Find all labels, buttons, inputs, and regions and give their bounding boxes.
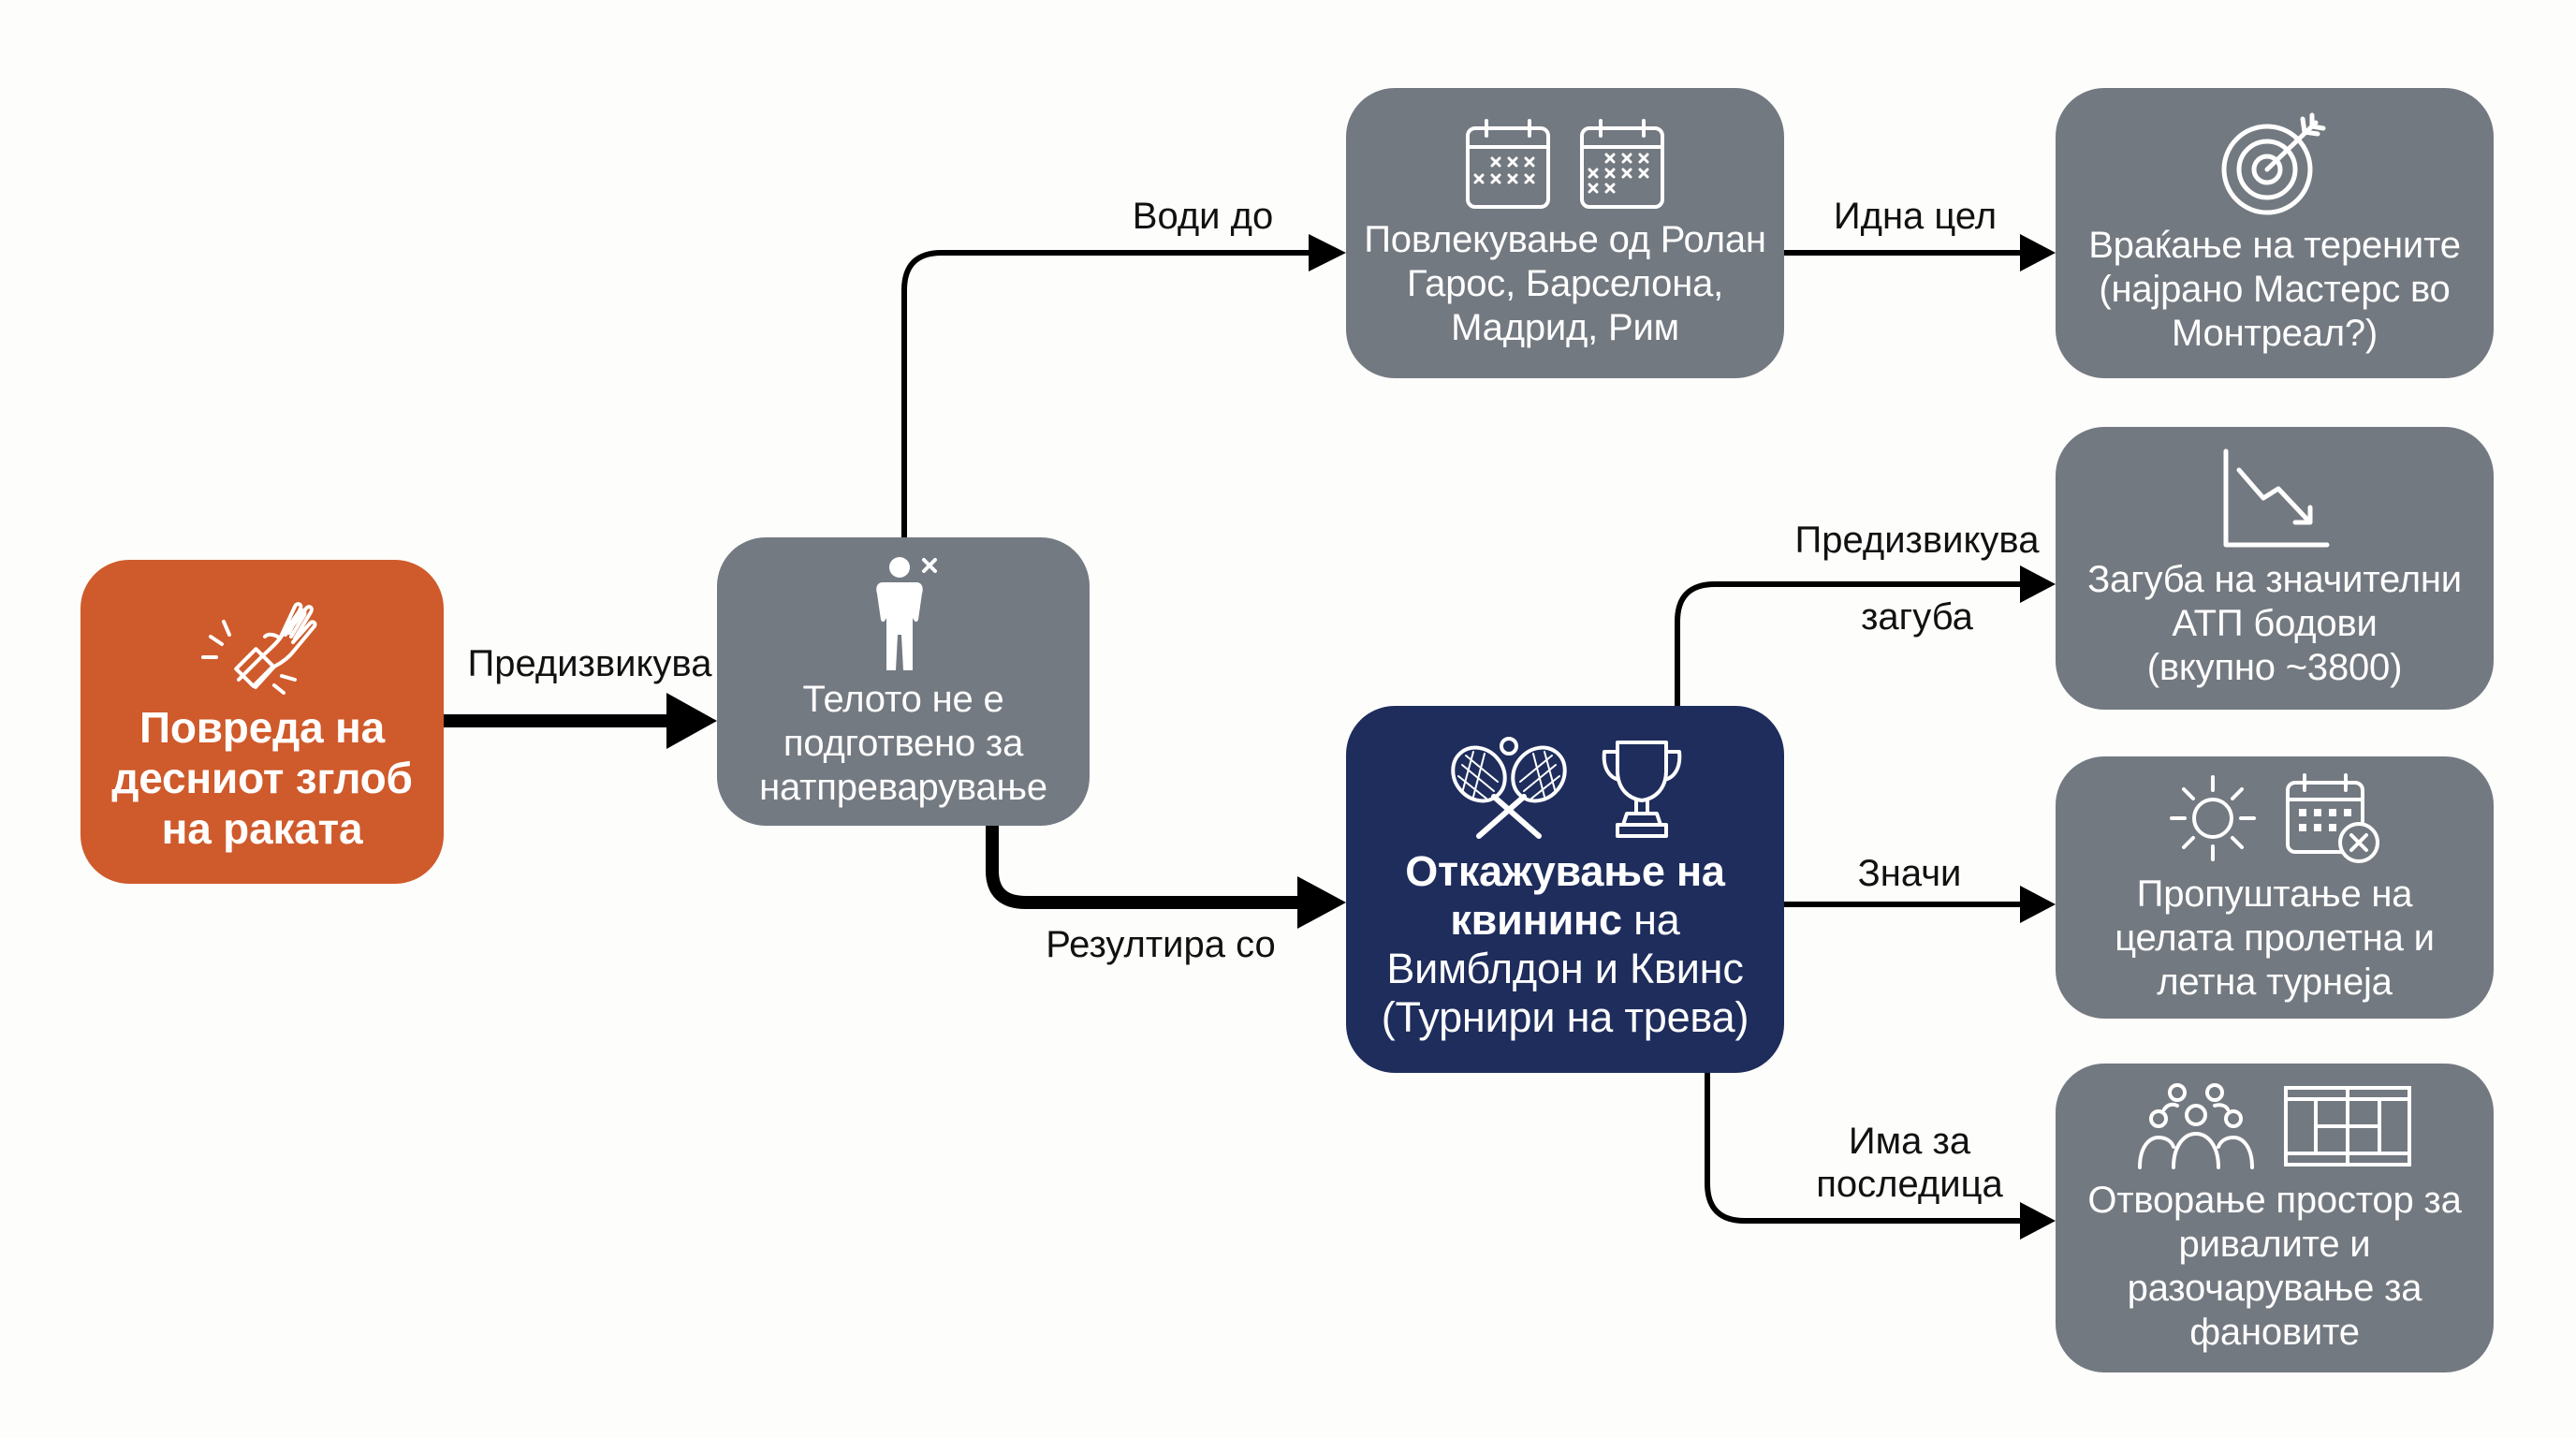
injured-wrist-icon bbox=[201, 602, 317, 695]
node-cancellation-bold: Откажување на квининс bbox=[1405, 847, 1725, 944]
node-cancellation: Откажување на квининс на Вимблдон и Квин… bbox=[1346, 706, 1784, 1073]
arrow-body-to-withdraw bbox=[901, 234, 1346, 537]
unready-person-icon bbox=[876, 556, 937, 670]
edge-label-causes: Предизвикува bbox=[467, 643, 712, 684]
node-body-not-ready: Телото не е подготвено за натпреварување bbox=[717, 537, 1090, 826]
arrow-body-to-cancel bbox=[986, 826, 1346, 929]
node-return-goal-text: Враќање на терените (најрано Мастерс во … bbox=[2088, 224, 2461, 354]
declining-chart-icon bbox=[2223, 448, 2330, 547]
arrow-injury-to-body bbox=[444, 693, 717, 749]
tennis-court-icon bbox=[2284, 1086, 2411, 1167]
sun-icon bbox=[2170, 774, 2256, 861]
node-withdrawal: Повлекување од Ролан Гарос, Барселона, М… bbox=[1346, 88, 1784, 378]
node-rivals-fans: Отворање простор за ривалите и разочарув… bbox=[2056, 1064, 2494, 1372]
node-body-not-ready-text: Телото не е подготвено за натпреварување bbox=[759, 678, 1047, 808]
trophy-icon bbox=[1602, 741, 1682, 838]
node-points-loss-text: Загуба на значителни АТП бодови (вкупно … bbox=[2087, 558, 2462, 688]
node-season-miss-text: Пропуштање на целата пролетна и летна ту… bbox=[2115, 873, 2435, 1003]
node-season-miss: Пропуштање на целата пролетна и летна ту… bbox=[2056, 756, 2494, 1019]
arrow-withdraw-to-return bbox=[1784, 234, 2056, 271]
node-cancellation-text: Откажување на квининс на Вимблдон и Квин… bbox=[1382, 847, 1749, 1042]
calendar-cancelled-icon bbox=[1580, 118, 1664, 209]
calendar-x-icon bbox=[2286, 772, 2379, 863]
node-rivals-fans-text: Отворање простор за ривалите и разочарув… bbox=[2087, 1180, 2462, 1353]
edge-label-results-in: Резултира со bbox=[1046, 924, 1276, 965]
edge-label-next-goal: Идна цел bbox=[1833, 196, 1998, 237]
node-wrist-injury-text: Повреда на десниот зглоб на раката bbox=[111, 703, 413, 853]
edge-label-loss: загуба bbox=[1861, 596, 1973, 638]
arrow-cancel-to-season bbox=[1784, 886, 2056, 923]
node-wrist-injury: Повреда на десниот зглоб на раката bbox=[80, 560, 444, 884]
arrow-cancel-to-rivals bbox=[1705, 1073, 2056, 1240]
node-withdrawal-text: Повлекување од Ролан Гарос, Барселона, М… bbox=[1364, 218, 1766, 348]
edge-label-means: Значи bbox=[1857, 853, 1962, 894]
edge-label-leads-to: Води до bbox=[1132, 196, 1274, 237]
crowd-icon bbox=[2138, 1083, 2254, 1169]
edge-label-consequence: Има за последица bbox=[1816, 1121, 2003, 1205]
edge-label-causes-loss: Предизвикува bbox=[1794, 520, 2040, 561]
node-return-goal: Враќање на терените (најрано Мастерс во … bbox=[2056, 88, 2494, 378]
node-cancellation-rest: на Вимблдон и Квинс (Турнири на трева) bbox=[1381, 896, 1749, 1041]
calendar-cancelled-icon bbox=[1466, 118, 1550, 209]
target-icon bbox=[2221, 112, 2326, 214]
arrow-cancel-to-points bbox=[1675, 565, 2056, 706]
tennis-rackets-icon bbox=[1451, 737, 1567, 839]
node-points-loss: Загуба на значителни АТП бодови (вкупно … bbox=[2056, 427, 2494, 710]
